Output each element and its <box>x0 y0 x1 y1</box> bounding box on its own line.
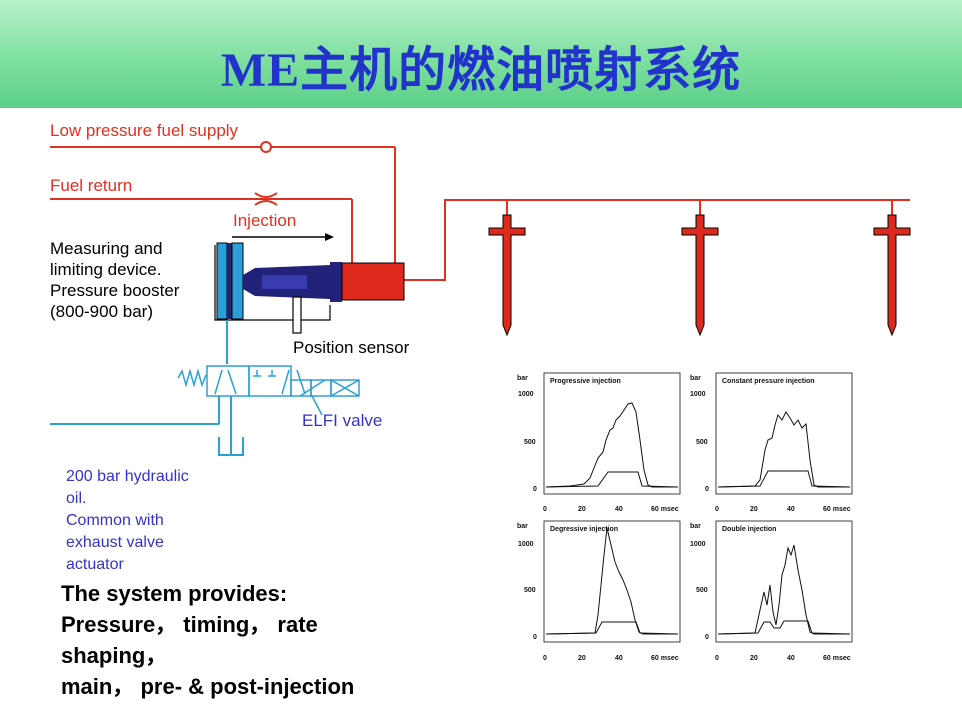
graph-title: Double injection <box>722 526 776 533</box>
hydraulic-line: oil. <box>66 490 87 507</box>
graph-xtick: 0 <box>715 506 719 513</box>
graph-xtick: 0 <box>543 506 547 513</box>
elfi-valve-symbol <box>177 365 360 416</box>
injector-icon <box>681 214 719 337</box>
fuel-return-label: Fuel return <box>50 176 133 195</box>
graph-ylabel: bar <box>690 375 701 382</box>
graph-ylabel: bar <box>690 523 701 530</box>
graph-xtick: 0 <box>543 655 547 662</box>
system-line: main， pre- & post-injection <box>61 674 355 699</box>
pressure-booster <box>214 242 405 334</box>
page-title: ME主机的燃油喷射系统 <box>220 44 742 97</box>
graph-xtick: 40 <box>615 506 623 513</box>
graph-double: bar 1000 500 0 Double injection 0 20 40 … <box>690 520 853 662</box>
graph-ylabel: bar <box>517 523 528 530</box>
system-line: shaping， <box>61 643 168 668</box>
measuring-line: (800-900 bar) <box>50 302 154 321</box>
graph-ytick: 0 <box>533 486 537 493</box>
hydraulic-piping <box>50 320 244 456</box>
graph-xtick: 40 <box>615 655 623 662</box>
graph-xtick: 20 <box>578 655 586 662</box>
graph-xtick: 60 msec <box>823 506 851 513</box>
elfi-valve-label: ELFI valve <box>302 411 383 430</box>
hydraulic-oil-label: 200 bar hydraulic oil. Common with exhau… <box>66 466 226 576</box>
graph-ytick: 0 <box>705 634 709 641</box>
measuring-device-label: Measuring and limiting device. Pressure … <box>50 238 179 322</box>
check-valve-icon <box>260 141 272 153</box>
graph-ytick: 1000 <box>690 541 706 548</box>
graph-title: Progressive injection <box>550 378 621 385</box>
graph-ytick: 0 <box>705 486 709 493</box>
system-provides-text: The system provides: Pressure， timing， r… <box>61 578 354 702</box>
measuring-line: Measuring and <box>50 239 163 258</box>
graph-ytick: 500 <box>696 439 708 446</box>
injection-graphs: bar 1000 500 0 Progressive injection 0 2… <box>517 372 853 662</box>
graph-degressive: bar 1000 500 0 Degressive injection 0 20… <box>517 520 681 662</box>
position-sensor-icon <box>292 296 302 334</box>
graph-xtick: 60 msec <box>823 655 851 662</box>
graph-ytick: 1000 <box>690 391 706 398</box>
position-sensor-label: Position sensor <box>293 338 410 357</box>
hydraulic-line: 200 bar hydraulic <box>66 468 189 485</box>
measuring-line: Pressure booster <box>50 281 180 300</box>
graph-ylabel: bar <box>517 375 528 382</box>
graph-xtick: 40 <box>787 506 795 513</box>
graph-xtick: 40 <box>787 655 795 662</box>
graph-xtick: 20 <box>578 506 586 513</box>
injection-label: Injection <box>233 211 297 230</box>
graph-constant-pressure: bar 1000 500 0 Constant pressure injecti… <box>690 372 853 513</box>
graph-xtick: 60 msec <box>651 506 679 513</box>
system-line: The system provides: <box>61 581 288 606</box>
title-bar <box>0 0 962 108</box>
graph-ytick: 1000 <box>518 391 534 398</box>
injector-icon <box>488 214 526 337</box>
measuring-line: limiting device. <box>50 260 162 279</box>
graph-ytick: 0 <box>533 634 537 641</box>
graph-xtick: 0 <box>715 655 719 662</box>
injector-icon <box>873 214 911 337</box>
graph-ytick: 500 <box>524 587 536 594</box>
graph-ytick: 500 <box>696 587 708 594</box>
hydraulic-line: actuator <box>66 556 124 573</box>
injectors <box>488 214 911 337</box>
low-pressure-label: Low pressure fuel supply <box>50 121 239 140</box>
graph-title: Constant pressure injection <box>722 378 815 385</box>
graph-progressive: bar 1000 500 0 Progressive injection 0 2… <box>517 372 681 513</box>
graph-xtick: 60 msec <box>651 655 679 662</box>
graph-xtick: 20 <box>750 655 758 662</box>
graph-ytick: 500 <box>524 439 536 446</box>
hydraulic-line: Common with <box>66 512 164 529</box>
graph-ytick: 1000 <box>518 541 534 548</box>
system-line: Pressure， timing， rate <box>61 612 318 637</box>
fuel-piping <box>50 146 910 281</box>
orifice-icon <box>254 192 278 206</box>
hydraulic-line: exhaust valve <box>66 534 164 551</box>
graph-title: Degressive injection <box>550 526 618 533</box>
graph-xtick: 20 <box>750 506 758 513</box>
